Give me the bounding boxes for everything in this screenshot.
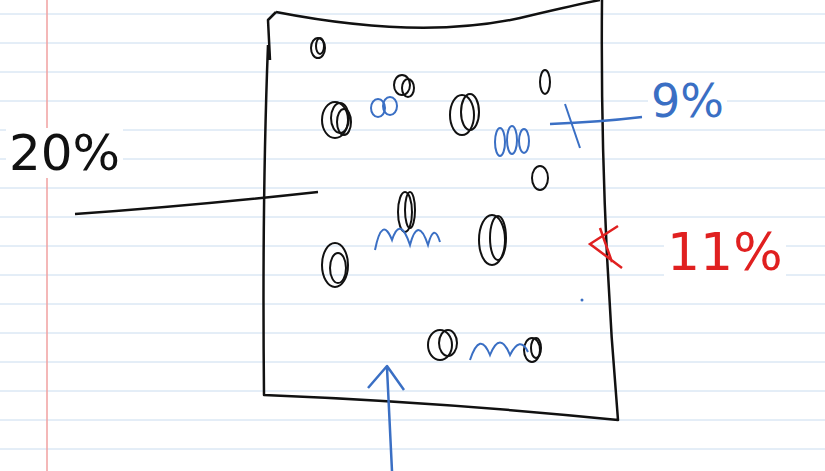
- percent-label: 20%: [6, 128, 123, 178]
- percent-label: 9%: [648, 78, 727, 124]
- dot: [581, 299, 584, 302]
- leader-line: [550, 117, 642, 124]
- blue-arrow: [368, 366, 404, 471]
- ruled-lines: [0, 14, 825, 449]
- percent-label: 11%: [664, 226, 786, 278]
- margin-line: [46, 0, 48, 471]
- red-arrow: [590, 226, 622, 268]
- tick-mark: [565, 104, 580, 148]
- blue-particles: [371, 97, 529, 360]
- leader-line: [75, 192, 318, 214]
- black-particles: [311, 38, 550, 362]
- sample-box: [264, 0, 619, 420]
